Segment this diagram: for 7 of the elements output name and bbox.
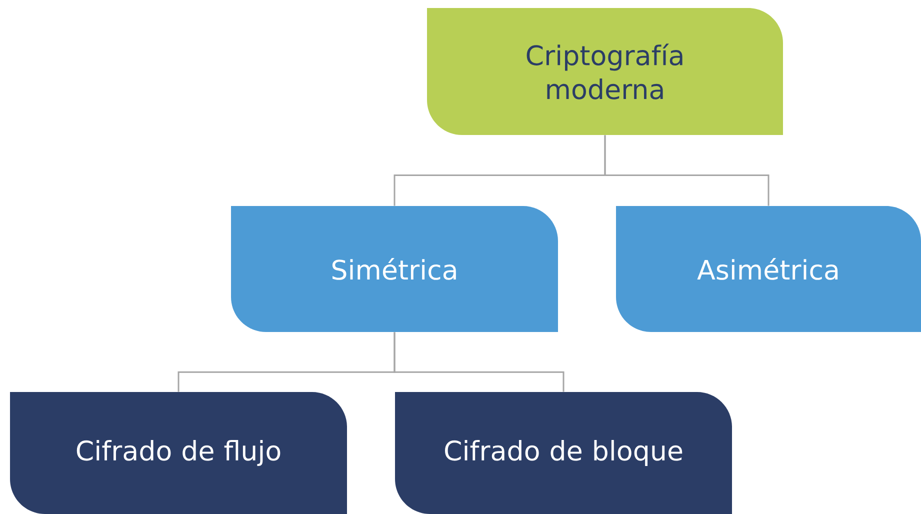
connector [394,332,564,392]
process-box: Simétrica [231,206,558,332]
process-box: Cifrado de bloque [395,392,732,514]
process-box: Criptografía moderna [427,8,783,135]
process-box: Asimétrica [616,206,921,332]
process-box: Cifrado de flujo [10,392,347,514]
connector [604,135,770,206]
